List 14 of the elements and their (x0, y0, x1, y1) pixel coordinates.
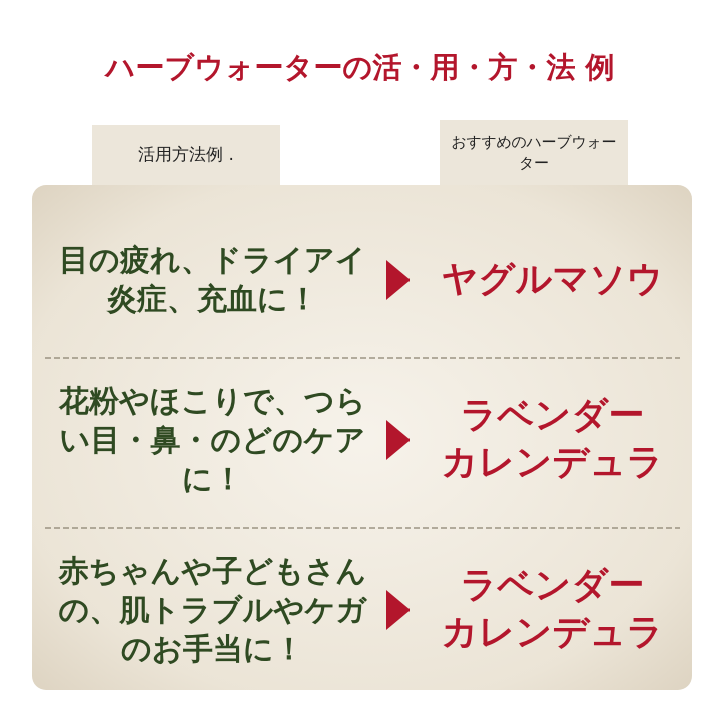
arrow (386, 420, 410, 460)
herb-name: ラベンダー (460, 394, 644, 438)
use-description: 赤ちゃんや子どもさんの、肌トラブルやケガのお手当に！ (58, 552, 368, 668)
title: ハーブウォーターの活・用・方・法 例 (103, 49, 616, 86)
column-header: 活用方法例 . (92, 125, 280, 185)
herb-name: カレンデュラ (442, 441, 664, 485)
arrow (386, 260, 410, 300)
herb-name: カレンデュラ (442, 611, 664, 655)
herb-name: ラベンダー (460, 564, 644, 608)
arrow (386, 590, 410, 630)
use-description: 目の疲れ、ドライアイ炎症、充血に！ (58, 242, 367, 319)
herb-name: ヤグルマソウ (442, 258, 664, 302)
use-description: 花粉やほこりで、つらい目・鼻・のどのケアに！ (58, 382, 367, 498)
column-header: おすすめのハーブウォーター (440, 120, 628, 185)
